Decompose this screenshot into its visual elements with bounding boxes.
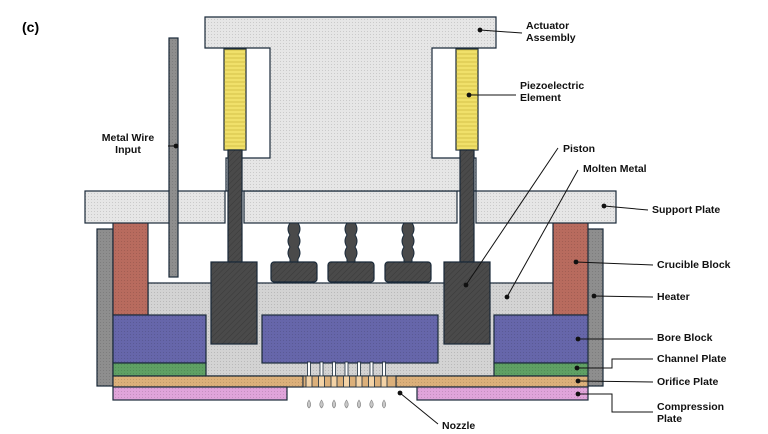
piezoelectric-element — [223, 48, 479, 151]
droplet — [381, 399, 387, 409]
droplet — [331, 399, 337, 409]
droplet — [319, 399, 324, 409]
nozzle-channel — [344, 361, 349, 377]
bore-block — [112, 314, 589, 364]
nozzle-channel — [332, 361, 336, 377]
compression-plate — [112, 386, 589, 401]
leader-line — [575, 261, 654, 266]
label-crucible-block: Crucible Block — [657, 259, 731, 271]
nozzle-channel — [319, 361, 324, 377]
leader-dot — [573, 259, 579, 265]
nozzle-tip — [330, 375, 338, 388]
channel-plate — [112, 362, 589, 377]
leader-dot — [601, 203, 607, 209]
leader-dot — [504, 294, 510, 300]
droplet — [369, 399, 374, 409]
leader-dot — [575, 378, 581, 384]
leader-line — [399, 392, 439, 425]
nozzle-tip — [368, 375, 375, 388]
leader-line — [506, 169, 579, 298]
crucible-block — [112, 221, 589, 316]
nozzle-tip — [380, 375, 388, 388]
leader-dot — [397, 390, 403, 396]
plunger-1 — [270, 222, 318, 283]
support-plate — [84, 190, 617, 224]
nozzle-tip — [355, 375, 363, 388]
label-heater: Heater — [657, 291, 690, 303]
heater — [96, 228, 604, 387]
nozzle-tip — [305, 375, 313, 388]
leader-line — [603, 205, 649, 211]
leader-line — [578, 393, 653, 413]
label-orifice-plate: Orifice Plate — [657, 376, 718, 388]
actuator-assembly — [204, 16, 497, 192]
leader-dot — [591, 293, 597, 299]
leader-dot — [463, 282, 469, 288]
leader-dot — [173, 143, 179, 149]
droplet — [356, 399, 362, 409]
nozzle-channel — [382, 361, 386, 377]
nozzle-tip — [343, 375, 350, 388]
label-nozzle: Nozzle — [442, 420, 475, 432]
piston — [210, 149, 491, 345]
leader-dot — [477, 27, 483, 33]
plunger-2 — [327, 222, 375, 283]
label-support-plate: Support Plate — [652, 204, 720, 216]
droplets — [306, 399, 387, 409]
nozzle-channel — [369, 361, 374, 377]
nozzle-array — [302, 361, 397, 388]
leader-lines — [168, 27, 654, 425]
leader-dot — [575, 391, 581, 397]
leader-line — [465, 147, 559, 286]
leader-line — [479, 29, 523, 34]
label-bore-block: Bore Block — [657, 332, 713, 344]
metal-wire — [168, 37, 179, 278]
plunger-3 — [384, 222, 432, 283]
panel-label: (c) — [22, 19, 39, 35]
label-piston: Piston — [563, 143, 595, 155]
leader-dot — [575, 336, 581, 342]
leader-dot — [466, 92, 472, 98]
leader-line — [593, 295, 654, 298]
leader-dot — [574, 365, 580, 371]
plungers — [270, 222, 432, 283]
leader-line — [577, 358, 653, 369]
leader-line — [577, 380, 654, 383]
droplet — [344, 399, 349, 409]
label-channel-plate: Channel Plate — [657, 353, 727, 365]
nozzle-tip — [318, 375, 325, 388]
nozzle-channel — [307, 361, 311, 377]
droplet — [306, 399, 312, 409]
label-molten-metal: Molten Metal — [583, 163, 647, 175]
nozzle-channel — [357, 361, 361, 377]
